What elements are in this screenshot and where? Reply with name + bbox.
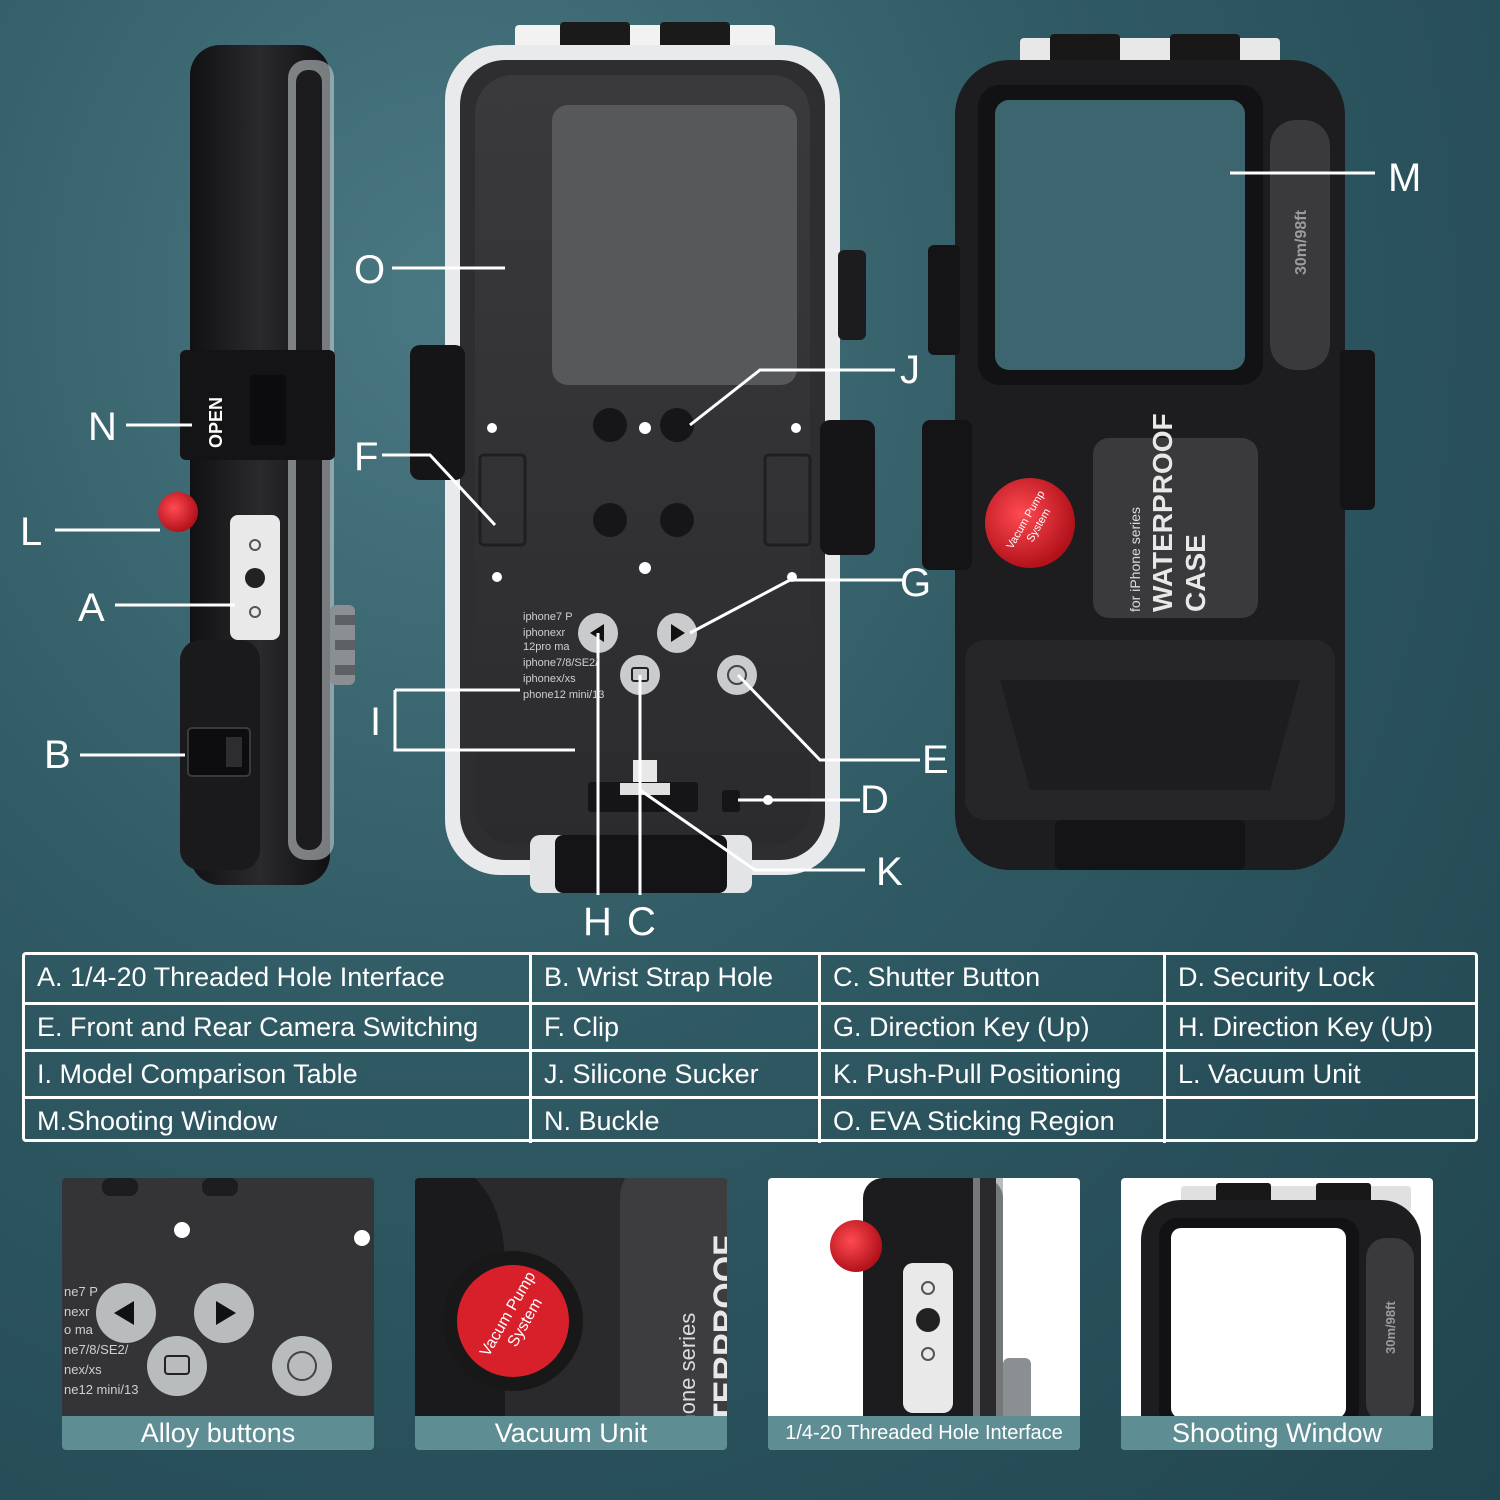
legend-cell-a: A. 1/4-20 Threaded Hole Interface: [37, 962, 445, 992]
thumb-depth-label: 30m/98ft: [1383, 1301, 1398, 1354]
model-line-6: phone12 mini/13: [523, 689, 604, 701]
legend-cell-b: B. Wrist Strap Hole: [529, 955, 818, 1002]
threaded-hole-closeup: [768, 1178, 1080, 1450]
model-line-2: iphonexr: [523, 627, 566, 639]
legend-cell-j: J. Silicone Sucker: [529, 1052, 818, 1096]
thumbnail-caption: Shooting Window: [1121, 1416, 1433, 1450]
thumbnail-vacuum-unit: Vacum Pump System iPhone series ATERPROO…: [415, 1178, 727, 1450]
depth-label: 30m/98ft: [1293, 209, 1310, 275]
legend-cell-n: N. Buckle: [529, 1099, 818, 1143]
thumbnail-caption: Alloy buttons: [62, 1416, 374, 1450]
thumb-model-2: nexr: [64, 1304, 90, 1319]
thumbnail-caption: Vacuum Unit: [415, 1416, 727, 1450]
callout-l: L: [20, 510, 43, 554]
model-line-3: 12pro ma: [523, 641, 570, 653]
parts-legend-table: A. 1/4-20 Threaded Hole Interface B. Wri…: [22, 952, 1478, 1143]
callout-c: C: [627, 900, 656, 944]
legend-cell-k: K. Push-Pull Positioning: [818, 1052, 1163, 1096]
legend-row: I. Model Comparison Table J. Silicone Su…: [25, 1049, 1475, 1096]
thumb-model-5: nex/xs: [64, 1362, 102, 1377]
thumbnail-alloy-buttons: ne7 P nexr o ma ne7/8/SE2/ nex/xs ne12 m…: [62, 1178, 374, 1450]
thumbnail-shooting-window: 30m/98ft Shooting Window: [1121, 1178, 1433, 1450]
callout-m: M: [1388, 156, 1422, 200]
legend-cell-o: O. EVA Sticking Region: [818, 1099, 1163, 1143]
callout-i: I: [370, 700, 382, 744]
legend-cell-l: L. Vacuum Unit: [1163, 1052, 1478, 1096]
legend-cell-g: G. Direction Key (Up): [818, 1005, 1163, 1049]
legend-cell-e: E. Front and Rear Camera Switching: [37, 1012, 479, 1042]
open-label: OPEN: [206, 397, 226, 448]
case-printing: OPEN 30m/98ft Vacum Pump System for iPho…: [206, 209, 1310, 701]
legend-row: A. 1/4-20 Threaded Hole Interface B. Wri…: [25, 955, 1475, 1002]
callout-k: K: [876, 850, 903, 894]
model-line-1: iphone7 P: [523, 611, 573, 623]
callout-b: B: [44, 733, 71, 777]
legend-cell-h: H. Direction Key (Up): [1163, 1005, 1478, 1049]
case-side-view: [158, 45, 355, 885]
case-title-line1: WATERPROOF: [1147, 413, 1178, 612]
legend-row: E. Front and Rear Camera Switching F. Cl…: [25, 1002, 1475, 1049]
callout-h: H: [583, 900, 612, 944]
model-line-5: iphonex/xs: [523, 673, 576, 685]
case-title-line2: CASE: [1180, 534, 1211, 612]
legend-cell-d: D. Security Lock: [1163, 955, 1478, 1002]
callout-leader-lines: [55, 171, 1375, 895]
model-line-4: iphone7/8/SE2/: [523, 657, 599, 669]
series-label: for iPhone series: [1127, 507, 1143, 612]
callout-e: E: [922, 738, 949, 782]
thumb-model-1: ne7 P: [64, 1284, 98, 1299]
thumb-title-partial: ATERPROOF: [707, 1235, 727, 1446]
callout-n: N: [88, 405, 117, 449]
legend-cell-f: F. Clip: [529, 1005, 818, 1049]
callout-f: F: [354, 435, 379, 479]
legend-cell-c: C. Shutter Button: [818, 955, 1163, 1002]
legend-cell-m: M.Shooting Window: [37, 1106, 278, 1136]
callout-g: G: [900, 561, 932, 605]
vacuum-unit-closeup: Vacum Pump System iPhone series ATERPROO…: [415, 1178, 727, 1450]
callout-a: A: [78, 586, 105, 630]
thumbnail-caption: 1/4-20 Threaded Hole Interface: [768, 1416, 1080, 1450]
legend-row: M.Shooting Window N. Buckle O. EVA Stick…: [25, 1096, 1475, 1143]
shooting-window-closeup: 30m/98ft: [1121, 1178, 1433, 1450]
callout-d: D: [860, 778, 889, 822]
legend-cell-i: I. Model Comparison Table: [37, 1059, 358, 1089]
thumbnail-threaded-hole: 1/4-20 Threaded Hole Interface: [768, 1178, 1080, 1450]
callout-o: O: [354, 248, 386, 292]
thumb-model-6: ne12 mini/13: [64, 1382, 138, 1397]
thumb-model-4: ne7/8/SE2/: [64, 1342, 129, 1357]
case-front-view: [410, 22, 875, 893]
legend-cell-empty: [1163, 1099, 1478, 1143]
thumb-model-3: o ma: [64, 1322, 94, 1337]
alloy-buttons-closeup: ne7 P nexr o ma ne7/8/SE2/ nex/xs ne12 m…: [62, 1178, 374, 1450]
case-illustration: OPEN 30m/98ft Vacum Pump System for iPho…: [55, 22, 1375, 895]
callout-j: J: [900, 348, 920, 392]
case-back-view: [922, 34, 1375, 870]
